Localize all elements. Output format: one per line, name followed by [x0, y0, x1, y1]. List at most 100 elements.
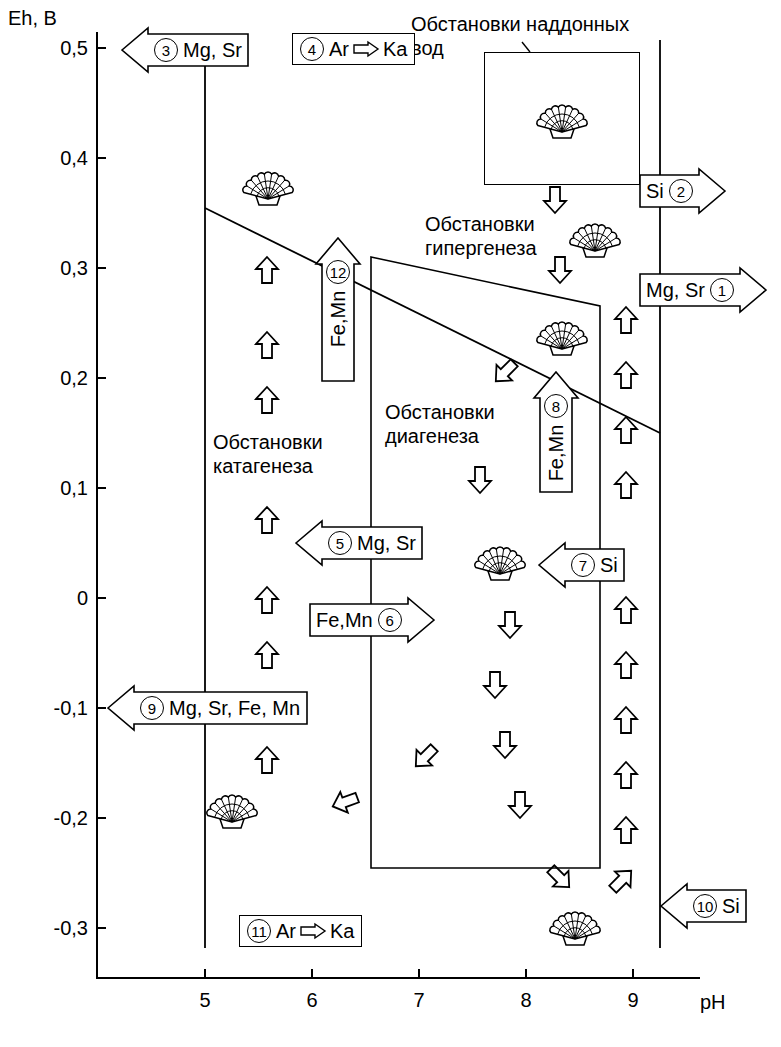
arrow-callout-text: 3Mg, Sr [154, 28, 242, 72]
element-symbols: Mg, Sr, Fe, Mn [169, 696, 300, 720]
eh-tick [97, 47, 106, 49]
eh-tick [97, 487, 106, 489]
flow-arrow [615, 472, 637, 498]
eh-tick [97, 267, 106, 269]
ph-boundary-line [204, 40, 206, 948]
shell-rib [591, 226, 595, 251]
element-symbols: Si [600, 553, 618, 577]
migration-arrow: 12Fe,Mn [316, 238, 360, 381]
ph-tick-label: 5 [185, 988, 225, 1012]
migration-arrow: 3Mg, Sr [122, 28, 248, 72]
migration-arrow: 7Si [539, 543, 624, 587]
rotated-label-box: Fe,Mn [326, 290, 350, 347]
arrow-callout-text: 9Mg, Sr, Fe, Mn [140, 686, 300, 730]
element-symbols: Mg, Sr [646, 278, 705, 302]
element-symbols: Mg, Sr [357, 531, 416, 555]
mineral-name: Ka [383, 37, 407, 61]
eh-tick-label: 0,1 [28, 476, 88, 500]
ph-tick [525, 969, 527, 978]
eh-axis [96, 32, 98, 978]
ph-tick-label: 6 [292, 988, 332, 1012]
mineral-name: Ar [329, 37, 349, 61]
migration-arrow: Fe,Mn6 [310, 598, 434, 642]
callout-number: 5 [328, 531, 352, 555]
flow-arrow [499, 612, 521, 638]
transformation-box: 4Ar Ka [292, 33, 415, 65]
arrow-callout-outline [122, 28, 248, 72]
shell-growth-line [221, 811, 243, 819]
ph-tick-label: 9 [613, 988, 653, 1012]
eh-tick-label: 0,4 [28, 146, 88, 170]
eh-tick-label: 0 [28, 586, 88, 610]
scallop-shell [475, 547, 525, 580]
callout-number: 10 [693, 894, 717, 918]
eh-tick-label: 0,5 [28, 36, 88, 60]
flow-arrow [256, 257, 278, 283]
arrow-callout-outline [640, 169, 725, 213]
shell-rib [264, 174, 268, 199]
migration-arrow: 10Si [661, 884, 746, 928]
arrow-callout-text: 5Mg, Sr [328, 521, 416, 565]
shell-valve [570, 224, 620, 251]
flow-arrow [256, 642, 278, 668]
flow-arrow [615, 417, 637, 443]
migration-arrow: 8Fe,Mn [534, 372, 578, 492]
callout-number: 8 [544, 394, 568, 418]
flow-arrow [256, 507, 278, 533]
shell-rib [571, 914, 575, 939]
transition-arrow-symbol [301, 924, 325, 938]
shell-valve [207, 795, 257, 822]
migration-arrow: 5Mg, Sr [296, 521, 422, 565]
eh-tick-label: 0,2 [28, 366, 88, 390]
callout-number: 1 [710, 278, 734, 302]
flow-arrow [615, 762, 637, 788]
water-zone-outline [484, 52, 640, 185]
flow-arrow [543, 861, 577, 895]
shell-growth-line [257, 188, 279, 196]
flow-arrow [549, 257, 571, 283]
transition-arrow-symbol [354, 42, 378, 56]
flow-arrow [615, 817, 637, 843]
eh-tick [97, 707, 106, 709]
flow-arrow [408, 740, 442, 774]
arrow-callout-text: 7Si [571, 543, 618, 587]
callout-number: 6 [378, 608, 402, 632]
callout-number: 7 [571, 553, 595, 577]
transformation-box: 11ArKa [239, 915, 362, 947]
element-symbols: Si [722, 894, 740, 918]
shell-growth-line [558, 921, 593, 934]
shell-growth-line [578, 233, 613, 246]
flow-arrow [469, 467, 491, 493]
scallop-shell [570, 224, 620, 257]
axis-title: Eh, В [8, 6, 57, 30]
flow-arrow [256, 747, 278, 773]
migration-arrow: Si2 [640, 169, 725, 213]
scallop-shell [550, 912, 600, 945]
callout-number: 12 [326, 260, 350, 284]
shell-rib [558, 324, 562, 349]
shell-valve [475, 547, 525, 574]
leader-line [522, 42, 530, 52]
arrow-callout-outline [316, 238, 360, 381]
ph-tick [418, 969, 420, 978]
shell-growth-line [489, 563, 511, 571]
shell-valve [537, 322, 587, 349]
ph-tick-label: 7 [399, 988, 439, 1012]
flow-arrow [494, 732, 516, 758]
flow-arrow [256, 387, 278, 413]
callout-number: 4 [300, 37, 324, 61]
callout-number: 2 [669, 179, 693, 203]
element-symbols: Mg, Sr [183, 38, 242, 62]
zone-label: Обстановки диагенеза [385, 400, 515, 448]
flow-arrow [615, 652, 637, 678]
callout-number: 9 [140, 696, 164, 720]
eh-tick [97, 597, 106, 599]
flow-arrow [329, 787, 361, 817]
flow-arrow [605, 863, 639, 897]
arrow-callout-outline [310, 598, 434, 642]
arrow-callout-text: Mg, Sr1 [646, 268, 734, 312]
eh-tick [97, 927, 106, 929]
flow-arrow [615, 362, 637, 388]
flow-arrow [509, 792, 531, 818]
water-zone-box: Обстановки наддонных вод [411, 12, 643, 185]
